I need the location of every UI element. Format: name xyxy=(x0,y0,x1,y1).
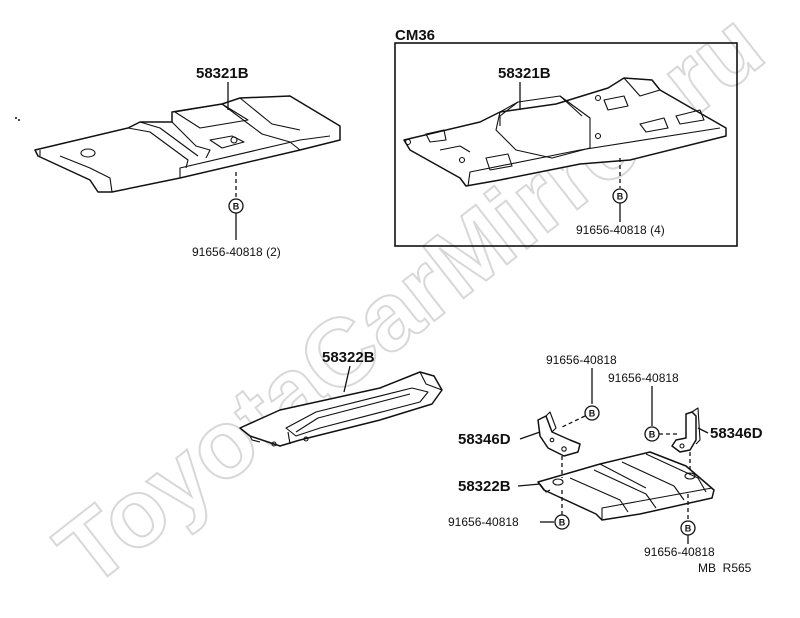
top-left-bolt-part-number: 91656-40818 (2) xyxy=(192,245,281,259)
bottom-right-left-bracket xyxy=(537,411,581,457)
middle-cover-group: 58322B xyxy=(239,349,443,447)
middle-under-cover xyxy=(239,371,443,447)
middle-cover-part-number: 58322B xyxy=(322,349,375,366)
bottom-right-left-bolt-part-number: 91656-40818 xyxy=(448,515,519,529)
bottom-right-bottom-bolt-symbol: B xyxy=(680,520,696,536)
cm36-bolt-part-number: 91656-40818 (4) xyxy=(576,223,665,237)
cm36-variant-label: CM36 xyxy=(395,27,435,44)
cm36-cover-part-number: 58321B xyxy=(498,65,551,82)
cm36-variant-box: CM36 58321B B 91656-40818 (4) xyxy=(394,27,738,247)
figure-code: MB R565 xyxy=(698,561,752,575)
top-left-cover-part-number: 58321B xyxy=(196,65,249,82)
top-left-cover-group: 58321B B 91656-40818 (2) xyxy=(34,65,341,259)
svg-text:B: B xyxy=(649,430,656,440)
watermark: ToyotaCarMirror.ru xyxy=(36,0,783,608)
watermark-text: ToyotaCarMirror.ru xyxy=(37,0,782,607)
bottom-right-left-bracket-part-number: 58346D xyxy=(458,431,511,448)
top-left-bolt-symbol: B xyxy=(228,198,244,214)
bottom-right-under-cover xyxy=(537,451,715,521)
bottom-right-top-bolt-part-number: 91656-40818 xyxy=(546,353,617,367)
cm36-under-cover xyxy=(403,77,727,187)
bottom-right-cover-part-number: 58322B xyxy=(458,478,511,495)
svg-text:B: B xyxy=(589,409,596,419)
svg-text:B: B xyxy=(617,192,624,202)
cm36-bolt-symbol: B xyxy=(612,188,628,204)
svg-text:B: B xyxy=(685,524,692,534)
svg-text:B: B xyxy=(559,518,566,528)
bottom-right-top-bolt-symbol: B xyxy=(584,405,600,421)
bottom-right-bottom-bolt-part-number: 91656-40818 xyxy=(644,545,715,559)
svg-text:B: B xyxy=(233,202,240,212)
top-left-under-cover xyxy=(34,95,341,193)
stray-mark xyxy=(15,117,20,121)
bottom-right-right-bracket xyxy=(671,407,701,453)
bottom-right-right-bracket-part-number: 58346D xyxy=(710,425,763,442)
bottom-right-group: 91656-40818 B 91656-40818 B 58346D 58346… xyxy=(448,353,763,575)
bottom-right-left-bolt-symbol: B xyxy=(554,514,570,530)
bottom-right-right-bolt-part-number: 91656-40818 xyxy=(608,371,679,385)
bottom-right-right-bolt-symbol: B xyxy=(644,426,660,442)
